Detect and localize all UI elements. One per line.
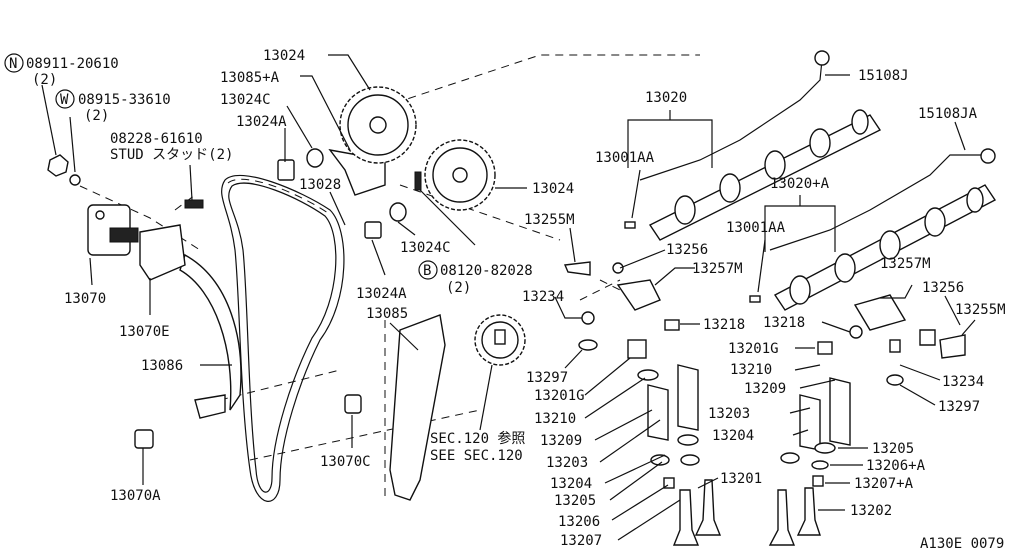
w-symbol: W [60,92,69,108]
rocker-13257M-left [616,279,661,311]
crank-sprocket [474,314,526,366]
label-13218-left: 13218 [703,317,745,333]
label-13201G-left: 13201G [534,388,585,404]
label-sec120-jp: SEC.120 参照 [430,430,525,447]
label-b-qty: (2) [446,280,471,296]
bracket-13255M-left [563,261,591,276]
chain-tensioner-13070 [87,204,139,256]
label-13206A: 13206+A [866,458,926,474]
label-13070E: 13070E [119,324,170,340]
label-13201G-right: 13201G [728,341,779,357]
label-13020A: 13020+A [770,176,830,192]
label-13001AA-right: 13001AA [726,220,786,236]
callout-labels: N 08911-20610 (2) W 08915-33610 (2) 0822… [9,48,1006,552]
label-13209-left: 13209 [540,433,582,449]
camshaft-13020A [773,184,997,311]
b-symbol-circle [418,260,438,280]
label-13086: 13086 [141,358,183,374]
label-n-qty: (2) [32,72,57,88]
label-13255M-left: 13255M [524,212,575,228]
label-13234-right: 13234 [942,374,984,390]
dashed-guides [79,54,700,500]
n-symbol-circle [4,53,24,73]
label-13204-right: 13204 [712,428,754,444]
dowel-13001AA-right [749,295,761,303]
label-sec120-en: SEE SEC.120 [430,448,523,464]
label-08228-61610: 08228-61610 [110,131,203,147]
clip-13256-right [919,329,936,346]
label-13256-left: 13256 [666,242,708,258]
label-13024A-mid: 13024A [356,286,407,302]
label-13202: 13202 [850,503,892,519]
oil-pipe-15108J [639,59,823,181]
tensioner-guide-13085 [389,314,446,501]
dowel-13001AA-left [624,221,636,229]
timing-chain [221,174,345,502]
valve-stack-right [768,325,904,546]
label-13201: 13201 [720,471,762,487]
label-13024-top: 13024 [263,48,305,64]
sprocket-13024-upper [339,86,417,164]
valve-stack-left [578,311,722,546]
label-13020: 13020 [645,90,687,106]
label-stud: STUD スタッド(2) [110,147,233,163]
label-13024C-top: 13024C [220,92,271,108]
label-13257M-right: 13257M [880,256,931,272]
label-13297-left: 13297 [526,370,568,386]
label-13210-left: 13210 [534,411,576,427]
label-13218-right: 13218 [763,315,805,331]
label-13234-left: 13234 [522,289,564,305]
label-13204-left: 13204 [550,476,592,492]
label-15108J: 15108J [858,68,909,84]
label-13207-left: 13207 [560,533,602,549]
hardware-left [47,148,422,449]
label-13085A: 13085+A [220,70,280,86]
label-08120-82028: 08120-82028 [440,263,533,279]
label-13070A: 13070A [110,488,161,504]
label-13257M-left: 13257M [692,261,743,277]
label-13207A: 13207+A [854,476,914,492]
tensioner-gasket-13070E [139,224,186,281]
bracket-13255M-right [939,334,966,359]
label-15108JA: 15108JA [918,106,978,122]
w-symbol-circle [55,89,75,109]
label-13205-right: 13205 [872,441,914,457]
label-13297-right: 13297 [938,399,980,415]
label-w-qty: (2) [84,108,109,124]
label-13085: 13085 [366,306,408,322]
figure-code: A130E 0079 [920,536,1004,552]
label-13256-right: 13256 [922,280,964,296]
label-13210-right: 13210 [730,362,772,378]
oil-pipe-15108JA [769,154,985,251]
label-13206-left: 13206 [558,514,600,530]
label-13205-left: 13205 [554,493,596,509]
n-symbol: N [9,56,17,72]
sprocket-13024-lower [424,139,496,211]
label-13209-right: 13209 [744,381,786,397]
label-13001AA-left: 13001AA [595,150,655,166]
label-13070C: 13070C [320,454,371,470]
b-symbol: B [423,263,431,279]
label-13203-right: 13203 [708,406,750,422]
label-13028: 13028 [299,177,341,193]
label-13203-left: 13203 [546,455,588,471]
chain-guide-13086 [179,253,242,411]
label-08915-33610: 08915-33610 [78,92,171,108]
guide-foot [194,394,226,419]
label-13070: 13070 [64,291,106,307]
label-13255M-right: 13255M [955,302,1006,318]
leader-lines [41,54,976,541]
camshaft-13020 [648,109,882,241]
label-13024A-top: 13024A [236,114,287,130]
label-13024C-mid: 13024C [400,240,451,256]
label-13024-mid: 13024 [532,181,574,197]
label-08911-20610: 08911-20610 [26,56,119,72]
rocker-13257M-right [853,294,907,331]
